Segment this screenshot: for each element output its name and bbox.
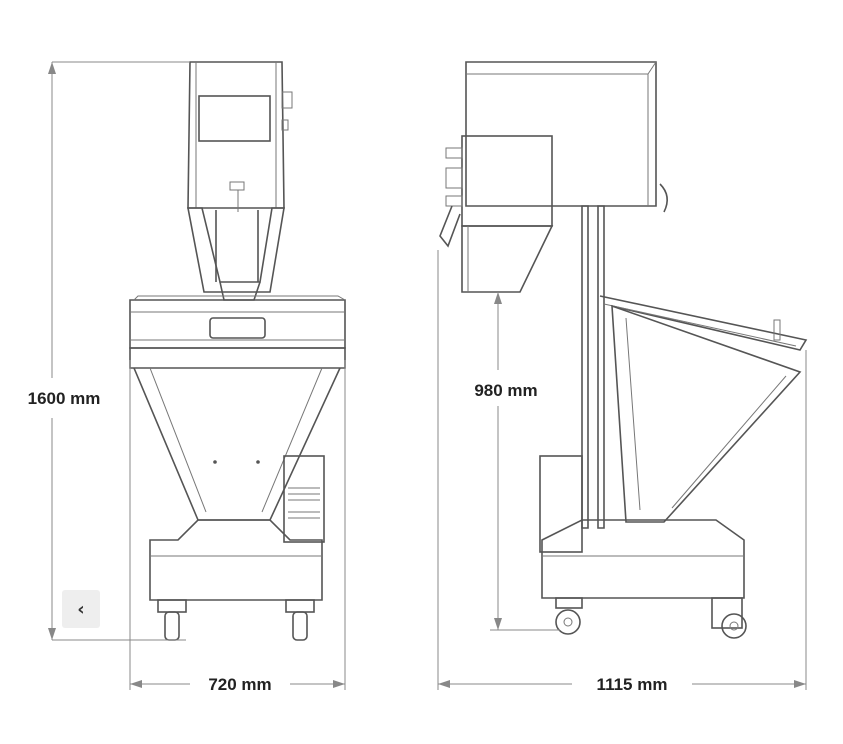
width-front-label: 720 mm	[208, 675, 271, 694]
front-view	[129, 61, 346, 641]
dimension-height-total: 1600 mm	[28, 61, 190, 641]
side-view	[439, 61, 808, 639]
infeed-height-label: 980 mm	[474, 381, 537, 400]
chevron-left-icon: ‹	[77, 598, 85, 620]
width-side-label: 1115 mm	[597, 675, 668, 694]
previous-button[interactable]: ‹	[62, 590, 100, 628]
height-total-label: 1600 mm	[28, 389, 101, 408]
dimension-width-front: 720 mm	[129, 360, 346, 694]
dimension-width-side: 1115 mm	[437, 250, 807, 694]
dimension-infeed-height: 980 mm	[474, 292, 560, 631]
